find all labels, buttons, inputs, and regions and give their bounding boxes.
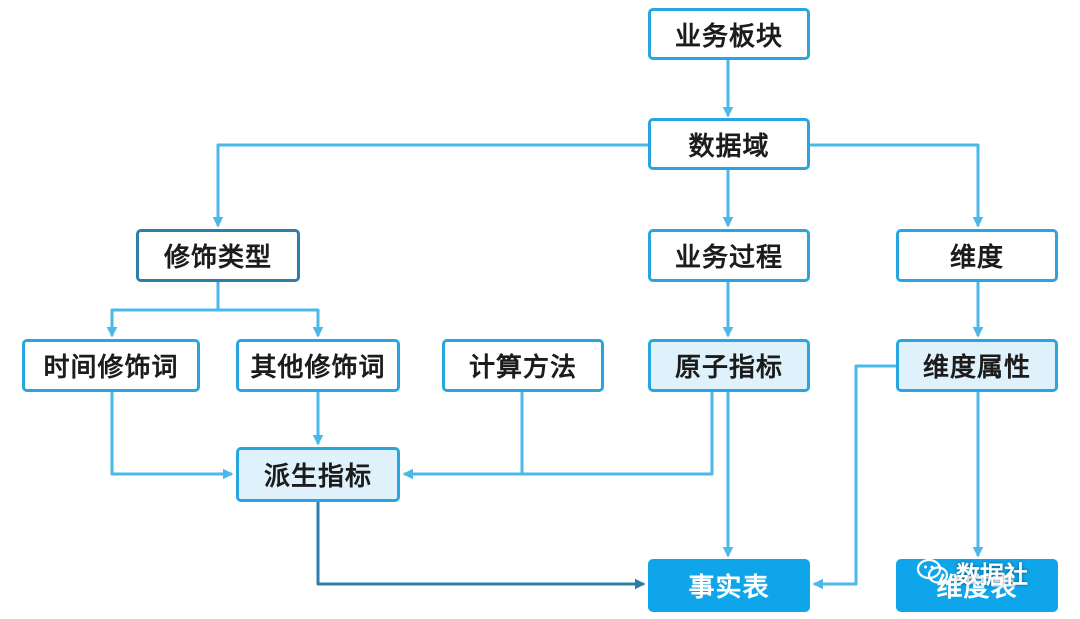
edge-modifier-type-to-other-modifier [218,308,324,338]
node-time-modifier: 时间修饰词 [22,339,200,392]
watermark-text: 数据社 [956,560,1028,589]
watermark: 数据社 [916,552,1066,592]
node-calc-method: 计算方法 [442,339,604,392]
node-derived-metric: 派生指标 [236,447,400,502]
node-atomic-metric: 原子指标 [648,339,810,392]
edge-calc-method-and-atomic-metric-to-derived-metric [402,392,714,480]
node-modifier-type: 修饰类型 [136,229,300,282]
node-business-process: 业务过程 [648,229,810,282]
node-dimension-attribute: 维度属性 [896,339,1058,392]
node-business-block: 业务板块 [648,8,810,60]
node-data-domain: 数据域 [648,118,810,170]
node-other-modifier: 其他修饰词 [236,339,400,392]
edge-dimension-attribute-to-fact-table [812,364,896,590]
edge-data-domain-to-dimension [810,143,984,228]
edge-data-domain-to-modifier-type [212,143,648,228]
wechat-icon [916,558,949,584]
node-dimension-table: 维度表 [896,559,1058,612]
node-fact-table: 事实表 [648,559,810,612]
node-dimension: 维度 [896,229,1058,282]
edge-modifier-type-to-time-modifier [106,282,220,338]
edge-time-modifier-to-derived-metric [110,392,234,480]
edge-derived-metric-to-fact-table [316,502,646,590]
